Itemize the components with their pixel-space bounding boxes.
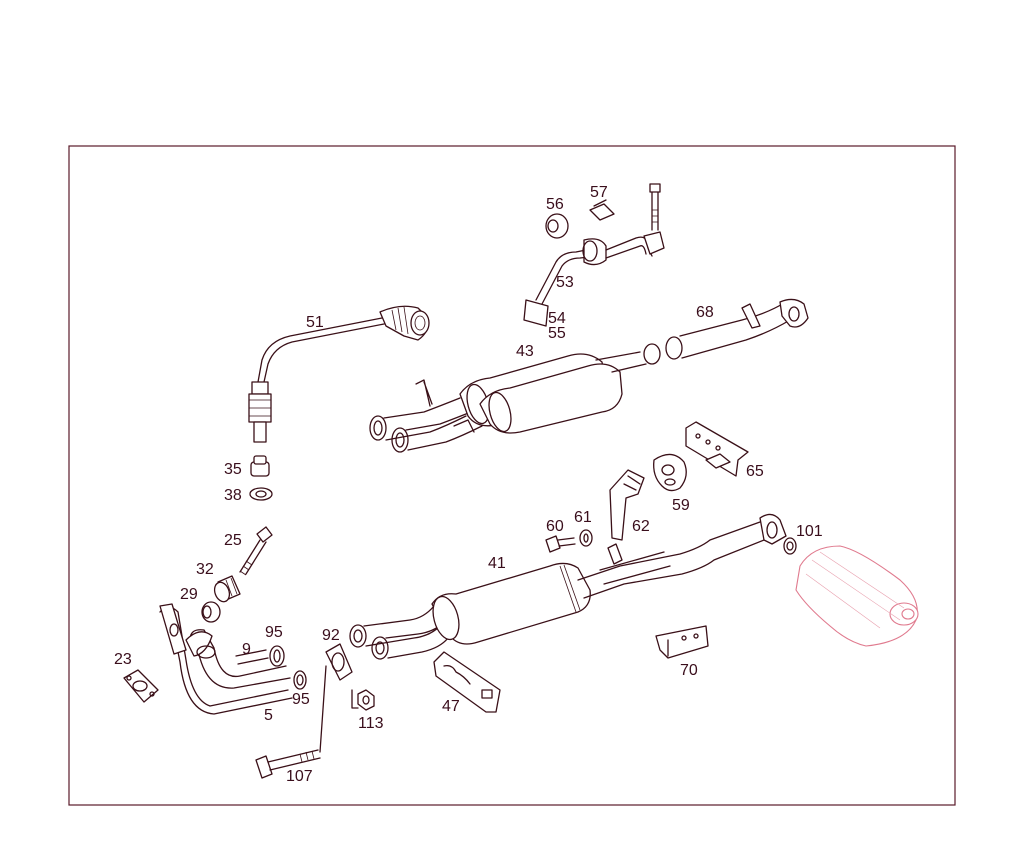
- callout-59: 59: [672, 497, 690, 514]
- callout-60: 60: [546, 518, 564, 535]
- gasket-95-bottom: [293, 670, 307, 690]
- callout-101: 101: [796, 523, 823, 540]
- flange-92: [325, 643, 353, 681]
- callout-25: 25: [224, 532, 242, 549]
- flange-gasket-23: [123, 669, 159, 703]
- callout-5: 5: [264, 707, 273, 724]
- clip-57: [589, 199, 615, 221]
- callout-62: 62: [632, 518, 650, 535]
- callout-107: 107: [286, 768, 313, 785]
- callout-55: 55: [548, 325, 566, 342]
- grommet-56: [545, 213, 569, 239]
- callout-32: 32: [196, 561, 214, 578]
- callout-47: 47: [442, 698, 460, 715]
- gasket-95-top: [269, 645, 285, 667]
- callout-95-top: 95: [265, 624, 283, 641]
- pipe-9: [235, 649, 269, 665]
- bushing-29: [201, 601, 221, 623]
- washer-38: [249, 487, 273, 501]
- callout-61: 61: [574, 509, 592, 526]
- callout-68: 68: [696, 304, 714, 321]
- bracket-62: [609, 469, 645, 541]
- callout-51: 51: [306, 314, 324, 331]
- callout-65: 65: [746, 463, 764, 480]
- hanger-bracket-65: [685, 421, 749, 477]
- diagram-frame: [68, 145, 956, 806]
- callout-9: 9: [242, 641, 251, 658]
- washer-61: [579, 529, 593, 547]
- rear-silencer-outline: [795, 545, 919, 647]
- callout-labels: 5 9 23 25 29 32 35 38 41 43 47 51 53 54 …: [114, 184, 823, 785]
- callout-53: 53: [556, 274, 574, 291]
- callout-92: 92: [322, 627, 340, 644]
- stud-bolt-25: [239, 526, 273, 576]
- front-pipe-5: [159, 603, 293, 715]
- pipe-68: [665, 298, 809, 360]
- gasket-101: [783, 537, 797, 555]
- callout-29: 29: [180, 586, 198, 603]
- callout-54: 54: [548, 310, 566, 327]
- bracket-70: [655, 625, 709, 659]
- bracket-47: [433, 651, 501, 713]
- sensor-cable-53: [535, 183, 665, 305]
- callout-57: 57: [590, 184, 608, 201]
- callout-35: 35: [224, 461, 242, 478]
- plate-54-55: [523, 299, 549, 327]
- sleeve-32: [213, 575, 241, 603]
- callout-95-bottom: 95: [292, 691, 310, 708]
- oxygen-sensor-51: [248, 305, 430, 443]
- callout-70: 70: [680, 662, 698, 679]
- callout-23: 23: [114, 651, 132, 668]
- bolt-60: [545, 535, 576, 553]
- rubber-mount-59: [653, 453, 687, 492]
- bolt-107: [255, 665, 327, 779]
- plug-35: [250, 455, 270, 477]
- middle-silencer-41: [349, 513, 787, 660]
- callout-113: 113: [358, 715, 384, 732]
- callout-43: 43: [516, 343, 534, 360]
- nut-113: [351, 689, 375, 711]
- callout-41: 41: [488, 555, 506, 572]
- callout-56: 56: [546, 196, 564, 213]
- callout-38: 38: [224, 487, 242, 504]
- catalytic-converter-43: [369, 343, 661, 453]
